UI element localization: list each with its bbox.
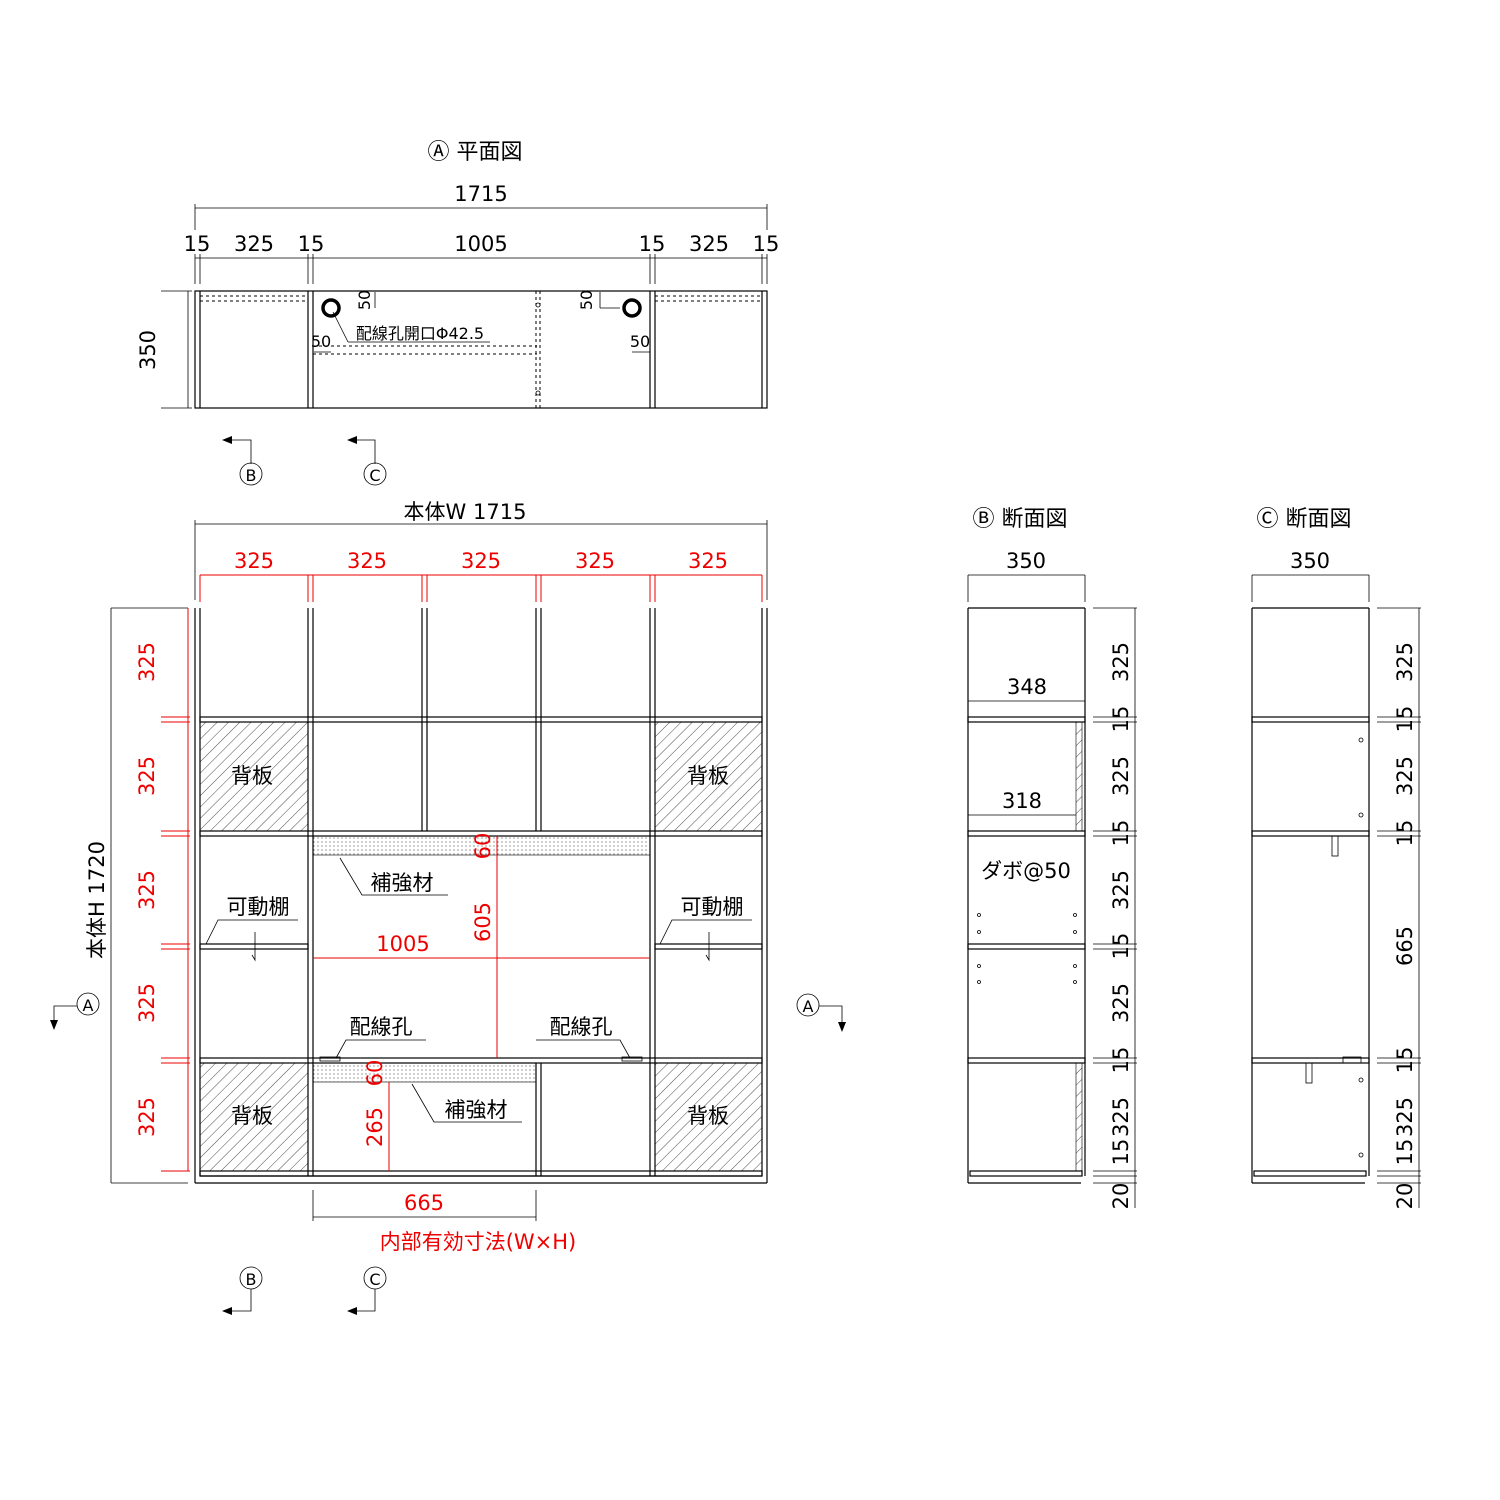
section-dim: 325	[1109, 756, 1133, 796]
inner-width: 1005	[376, 932, 429, 956]
section-b: Ⓑ 断面図 350 348 318 ダボ@50 325 15 325 15 32…	[967, 507, 1137, 1210]
plan-seg: 325	[234, 232, 274, 256]
plan-title: Ⓐ 平面図	[428, 140, 523, 165]
reinforcement-label: 補強材	[371, 871, 434, 895]
section-dim: 15	[1109, 933, 1133, 960]
column-width: 325	[688, 549, 728, 573]
section-dim: 20	[1109, 1183, 1133, 1210]
section-dim: 15	[1393, 820, 1417, 847]
back-panel-label: 背板	[231, 764, 273, 788]
hole-offset: 50	[355, 290, 374, 310]
effective-dimension-note: 内部有効寸法(W×H)	[380, 1230, 577, 1254]
movable-shelf-label: 可動棚	[227, 895, 290, 919]
section-dim: 325	[1109, 1097, 1133, 1137]
svg-text:C: C	[369, 1270, 380, 1289]
plan-seg: 1005	[454, 232, 507, 256]
dowel-note: ダボ@50	[981, 859, 1071, 883]
hole-note: 配線孔開口Φ42.5	[356, 324, 484, 343]
svg-text:B: B	[246, 1270, 257, 1289]
plan-total-width: 1715	[454, 182, 507, 206]
section-dim: 325	[1109, 870, 1133, 910]
plan-seg: 15	[639, 232, 666, 256]
section-b-title: Ⓑ 断面図	[973, 507, 1068, 532]
section-dim: 325	[1109, 983, 1133, 1023]
section-marker-c-top: C	[347, 436, 387, 486]
front-view: 本体W 1715 325 325 325 325 325 本体H 1720 32…	[85, 500, 768, 1254]
hole-offset: 50	[577, 290, 596, 310]
section-dim: 15	[1393, 706, 1417, 733]
section-dim: 15	[1109, 820, 1133, 847]
plan-seg: 15	[753, 232, 780, 256]
section-dim: 15	[1109, 1047, 1133, 1074]
reinforcement-label: 補強材	[445, 1098, 508, 1122]
section-dim: 15	[1109, 1139, 1133, 1166]
svg-text:B: B	[246, 466, 257, 485]
section-dim: 325	[1393, 1097, 1417, 1137]
plan-view: Ⓐ 平面図 1715 15 325 15 1005 15 325 15 350 …	[136, 140, 780, 409]
svg-text:A: A	[83, 996, 94, 1015]
back-panel-label: 背板	[231, 1104, 273, 1128]
shelf-depth: 318	[1002, 789, 1042, 813]
row-height: 325	[135, 756, 159, 796]
svg-text:A: A	[803, 997, 814, 1016]
section-marker-a-left: A	[50, 992, 100, 1030]
hole-offset: 50	[630, 332, 650, 351]
shelf-depth: 348	[1007, 675, 1047, 699]
section-dim: 325	[1393, 642, 1417, 682]
movable-shelf-label: 可動棚	[681, 895, 744, 919]
back-panel-label: 背板	[687, 764, 729, 788]
svg-text:C: C	[369, 466, 380, 485]
back-panel-label: 背板	[687, 1104, 729, 1128]
wiring-hole-label: 配線孔	[550, 1015, 613, 1039]
section-c-title: Ⓒ 断面図	[1257, 507, 1352, 532]
row-height: 325	[135, 642, 159, 682]
section-c-depth: 350	[1290, 549, 1330, 573]
row-height: 325	[135, 870, 159, 910]
plan-seg: 325	[689, 232, 729, 256]
section-b-depth: 350	[1006, 549, 1046, 573]
reinforce-height: 60	[363, 1060, 387, 1087]
hole-offset: 50	[311, 332, 331, 351]
inner-height: 605	[471, 902, 495, 942]
plan-depth: 350	[136, 330, 160, 370]
row-height: 325	[135, 983, 159, 1023]
reinforce-height: 60	[471, 833, 495, 860]
section-c: Ⓒ 断面図 350 325 15 325 15 665 15 325 15 20	[1251, 507, 1421, 1210]
section-marker-b-bottom: B	[222, 1266, 263, 1315]
section-marker-c-bottom: C	[347, 1266, 387, 1315]
plan-seg: 15	[184, 232, 211, 256]
section-dim: 325	[1109, 642, 1133, 682]
section-marker-a-right: A	[796, 993, 846, 1032]
column-width: 325	[575, 549, 615, 573]
section-dim: 15	[1109, 706, 1133, 733]
row-height: 325	[135, 1097, 159, 1137]
wiring-hole-label: 配線孔	[350, 1015, 413, 1039]
section-dim: 325	[1393, 756, 1417, 796]
column-width: 325	[234, 549, 274, 573]
front-width-label: 本体W 1715	[404, 500, 527, 524]
section-dim: 665	[1393, 926, 1417, 966]
column-width: 325	[347, 549, 387, 573]
plan-seg: 15	[298, 232, 325, 256]
front-height-label: 本体H 1720	[85, 841, 109, 959]
section-dim: 15	[1393, 1047, 1417, 1074]
section-dim: 15	[1393, 1139, 1417, 1166]
column-width: 325	[461, 549, 501, 573]
section-marker-b-top: B	[222, 436, 263, 486]
lower-width: 665	[404, 1191, 444, 1215]
lower-height: 265	[363, 1107, 387, 1147]
section-dim: 20	[1393, 1183, 1417, 1210]
wiring-hole-icon	[321, 298, 341, 318]
wiring-hole-icon	[622, 298, 642, 318]
